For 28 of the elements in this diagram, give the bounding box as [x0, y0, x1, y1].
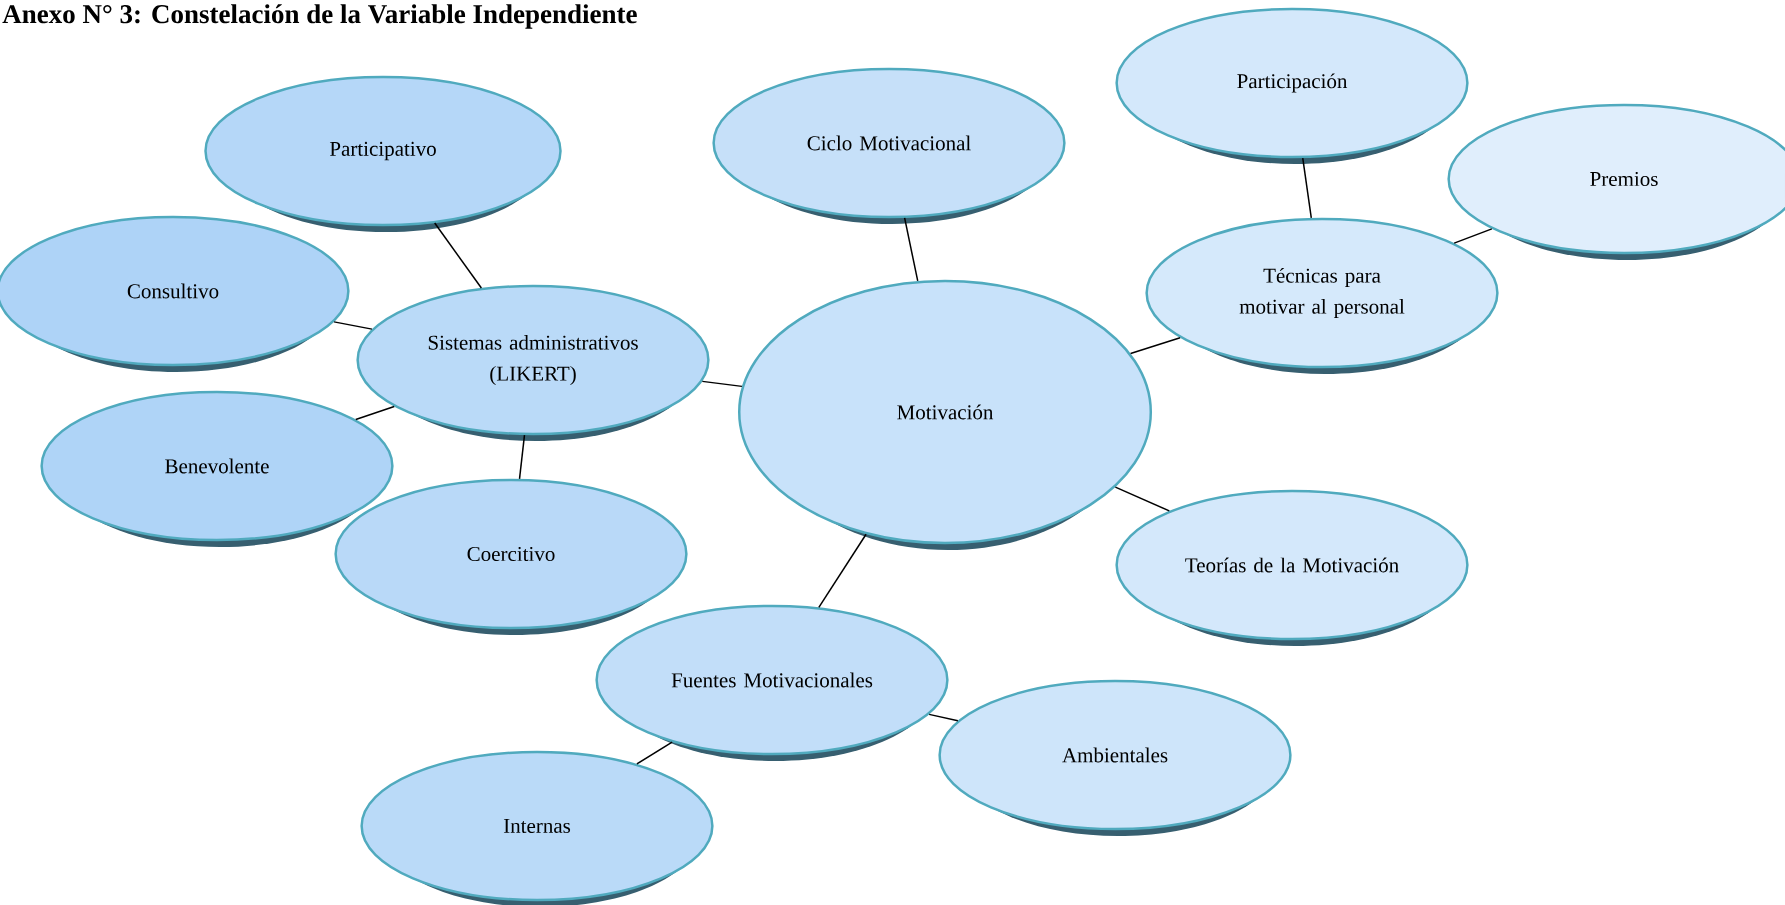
connector-line	[1302, 157, 1313, 219]
connector-line	[1114, 486, 1171, 512]
ellipse-node: Sistemas administrativos (LIKERT)	[356, 284, 710, 441]
connector-line	[903, 217, 919, 282]
ellipse-node: Motivación	[738, 279, 1153, 550]
connector-line	[355, 405, 395, 421]
ellipse-node: Internas	[360, 750, 714, 905]
ellipse-node: Ciclo Motivacional	[712, 67, 1066, 224]
ellipse-node: Ambientales	[938, 679, 1292, 836]
ellipse-node: Participación	[1115, 7, 1469, 164]
connector-line	[433, 222, 483, 289]
ellipse-node: Coercitivo	[334, 478, 688, 635]
ellipse-node: Premios	[1447, 103, 1785, 260]
connector-line	[333, 321, 373, 330]
connector-line	[928, 713, 959, 722]
ellipse-node: Consultivo	[0, 215, 350, 372]
ellipse-node: Benevolente	[40, 390, 394, 547]
ellipse-node: Teorías de la Motivación	[1115, 489, 1469, 646]
connector-line	[818, 533, 867, 609]
connector-line	[636, 741, 673, 765]
connector-line	[518, 434, 526, 480]
connector-line	[701, 380, 743, 388]
connector-line	[1453, 228, 1493, 244]
connector-line	[1129, 337, 1181, 355]
ellipse-node: Fuentes Motivacionales	[595, 604, 949, 761]
ellipse-node: Técnicas para motivar al personal	[1145, 217, 1499, 374]
ellipse-node: Participativo	[204, 75, 562, 232]
title: Anexo N° 3: Constelación de la Variable Independiente	[2, 4, 637, 29]
